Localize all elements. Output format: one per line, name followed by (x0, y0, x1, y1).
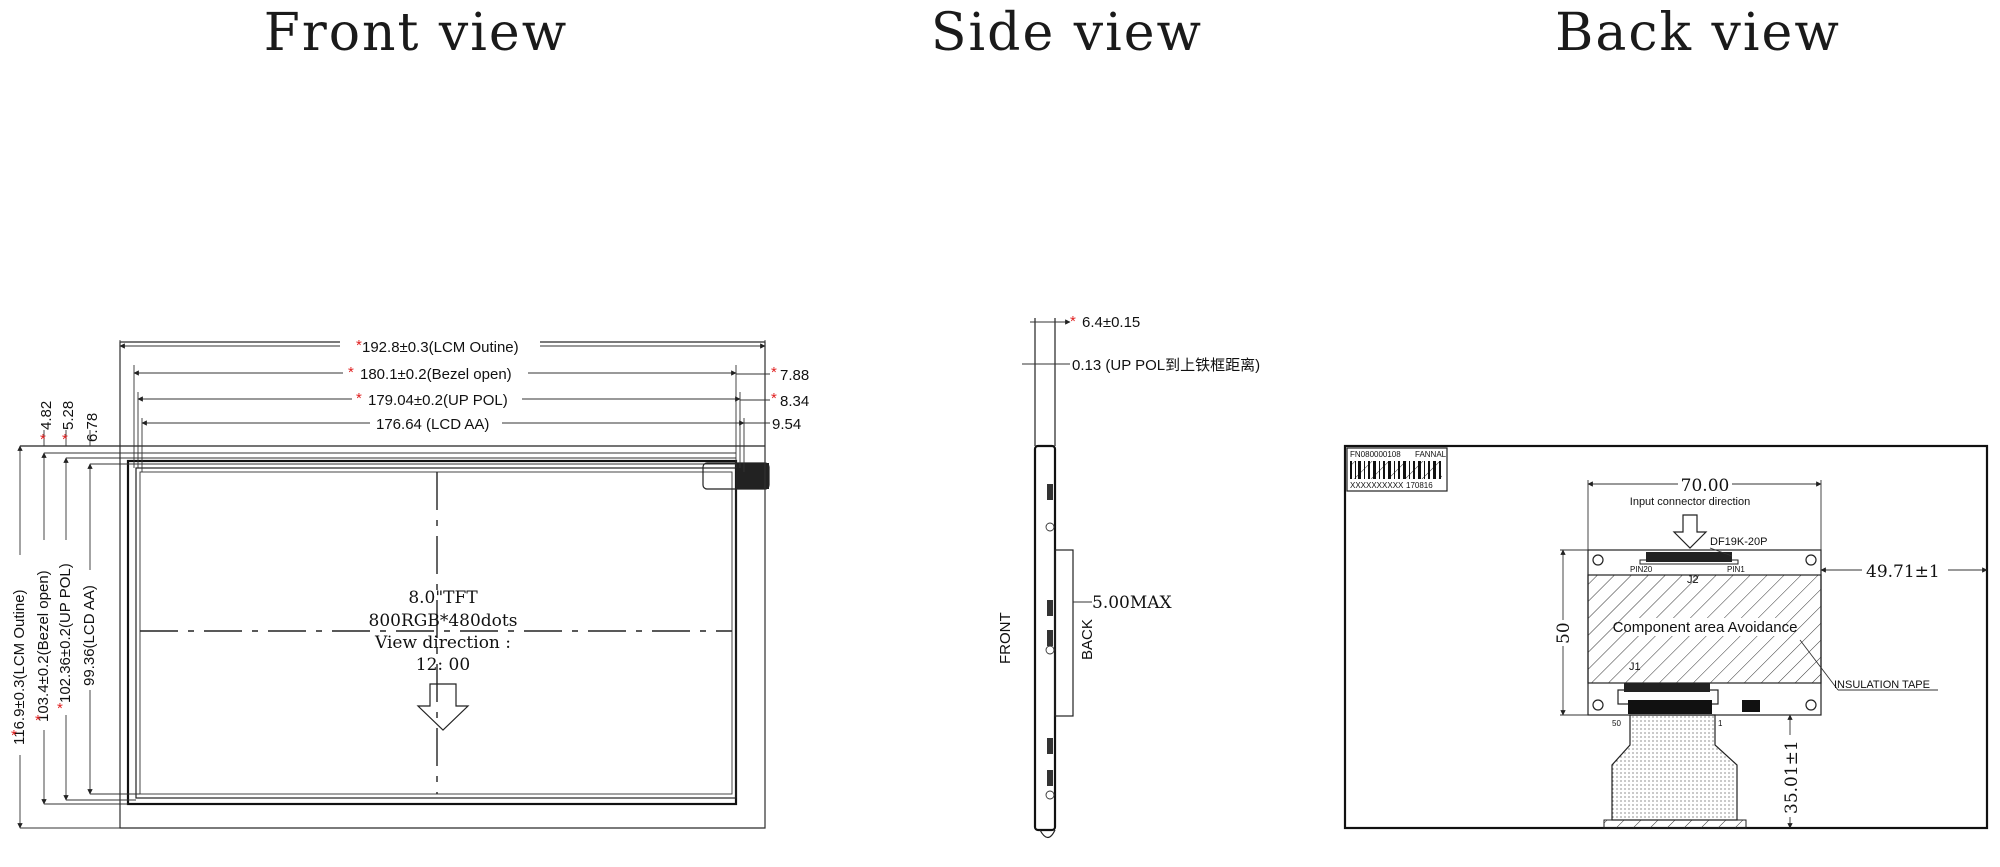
star-marker: * (57, 700, 63, 717)
barcode-icon (1350, 461, 1442, 479)
view-direction-value: 12: 00 (416, 655, 470, 675)
input-arrow-icon (1672, 514, 1708, 549)
dim-thickness: 6.4±0.15 (1082, 314, 1140, 331)
lcd-active-area (139, 471, 733, 795)
dim-right-offset: 49.71±1 (1866, 562, 1940, 582)
pin50-label: 50 (1612, 719, 1621, 728)
label-date: 170816 (1406, 481, 1433, 490)
back-view-title: Back view (1555, 3, 1841, 63)
up-pol-area (135, 467, 737, 799)
dim-lcd-aa-width: 176.64 (LCD AA) (376, 416, 489, 433)
component-area-label: Component area Avoidance (1613, 619, 1798, 636)
dim-up-pol-height: 102.36±0.2(UP POL) (57, 563, 74, 703)
star-marker: * (62, 431, 68, 448)
mount-hole (1592, 699, 1604, 711)
pin1b-label: 1 (1718, 719, 1723, 728)
panel-size-text: 8.0"TFT (408, 588, 478, 608)
dim-pol-gap: 0.13 (UP POL到上铁框距离) (1072, 357, 1260, 374)
view-direction-arrow-icon (416, 683, 470, 731)
front-view-title: Front view (264, 3, 568, 63)
dim-top-4-82: 4.82 (38, 401, 55, 430)
connector-model: DF19K-20P (1710, 536, 1767, 548)
j2-connector (1646, 552, 1732, 562)
fpc-tab-fill (736, 463, 769, 489)
front-side-label: FRONT (997, 612, 1014, 664)
dim-max-thickness: 5.00MAX (1092, 593, 1173, 613)
small-component (1742, 700, 1760, 712)
star-marker: * (40, 431, 46, 448)
star-marker: * (11, 727, 17, 744)
dim-bezel-open-width: 180.1±0.2(Bezel open) (360, 366, 512, 383)
star-marker: * (348, 364, 354, 381)
side-view-title: Side view (931, 3, 1203, 63)
input-connector-direction-label: Input connector direction (1630, 496, 1750, 508)
j1-label: J1 (1629, 661, 1641, 673)
dim-top-6-78: 6.78 (84, 413, 101, 442)
view-direction-label: View direction : (374, 633, 511, 653)
label-brand: FANNAL (1415, 450, 1447, 459)
dim-lcd-aa-height: 99.36(LCD AA) (81, 585, 98, 686)
resolution-text: 800RGB*480dots (369, 611, 518, 631)
insulation-tape-label: INSULATION TAPE (1834, 679, 1930, 691)
dim-right-9-54: 9.54 (772, 416, 801, 433)
dim-right-8-34: 8.34 (780, 393, 809, 410)
star-marker: * (356, 337, 362, 354)
star-marker: * (35, 712, 41, 729)
back-side-label: BACK (1079, 619, 1096, 660)
front-view: * 192.8±0.3(LCM Outine) * 180.1±0.2(Beze… (10, 336, 809, 829)
dim-pcb-height: 50 (1554, 622, 1574, 644)
dim-pcb-width: 70.00 (1681, 476, 1730, 496)
side-view: * 6.4±0.15 0.13 (UP POL到上铁框距离) 5.00MAX F… (997, 313, 1260, 839)
fpc-cable (1611, 714, 1738, 821)
dim-right-7-88: 7.88 (780, 367, 809, 384)
mount-hole (1592, 554, 1604, 566)
pin1-label: PIN1 (1727, 565, 1745, 574)
pin20-label: PIN20 (1630, 565, 1653, 574)
back-view: FN080000108 FANNAL XXXXXXXXXX 170816 70.… (1343, 444, 1989, 830)
mount-hole (1805, 699, 1817, 711)
dim-lcm-outline-width: 192.8±0.3(LCM Outine) (362, 339, 519, 356)
label-serial: XXXXXXXXXX (1350, 481, 1404, 490)
dim-lcm-outline-height: 116.9±0.3(LCM Outine) (11, 589, 28, 745)
dim-bezel-open-height: 103.4±0.2(Bezel open) (35, 570, 52, 722)
star-marker: * (771, 390, 777, 407)
side-back-component (1054, 549, 1074, 717)
star-marker: * (356, 390, 362, 407)
label-part-number: FN080000108 (1350, 450, 1401, 459)
mount-hole (1805, 554, 1817, 566)
barcode-label (1346, 447, 1448, 492)
dim-up-pol-width: 179.04±0.2(UP POL) (368, 392, 508, 409)
star-marker: * (771, 364, 777, 381)
dim-bottom-offset: 35.01±1 (1782, 740, 1802, 814)
dim-top-5-28: 5.28 (60, 401, 77, 430)
star-marker: * (1070, 313, 1076, 330)
j2-label: J2 (1687, 574, 1699, 586)
